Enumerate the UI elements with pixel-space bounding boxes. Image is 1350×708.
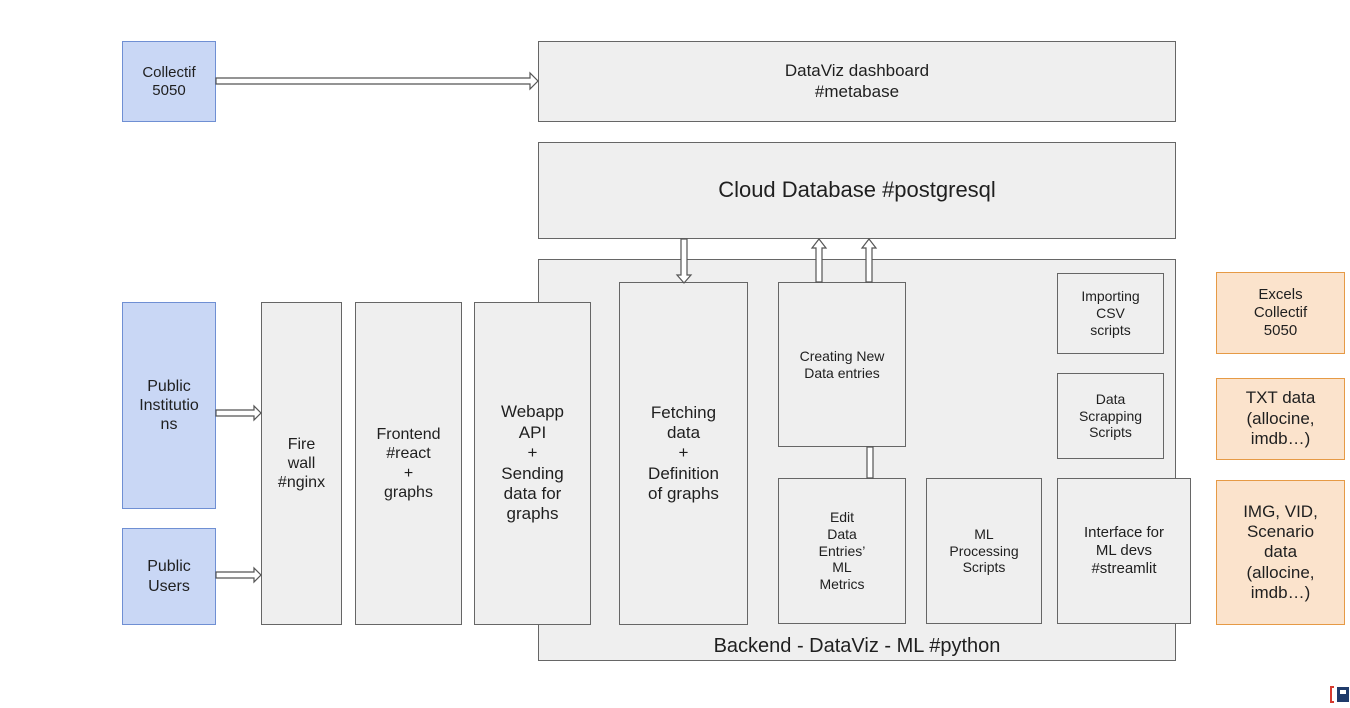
creating-entries-box: Creating New Data entries bbox=[778, 282, 906, 447]
interface-ml-box: Interface for ML devs #streamlit bbox=[1057, 478, 1191, 624]
collectif-5050-box: Collectif 5050 bbox=[122, 41, 216, 122]
txt-data-box: TXT data (allocine, imdb…) bbox=[1216, 378, 1345, 460]
ml-processing-box: ML Processing Scripts bbox=[926, 478, 1042, 624]
cloud-database-box: Cloud Database #postgresql bbox=[538, 142, 1176, 239]
dataviz-dashboard-box: DataViz dashboard #metabase bbox=[538, 41, 1176, 122]
excels-collectif-box: Excels Collectif 5050 bbox=[1216, 272, 1345, 354]
arrow-institutions-to-firewall bbox=[215, 404, 262, 422]
fetching-data-box: Fetching data + Definition of graphs bbox=[619, 282, 748, 625]
img-vid-data-box: IMG, VID, Scenario data (allocine, imdb…… bbox=[1216, 480, 1345, 625]
firewall-box: Fire wall #nginx bbox=[261, 302, 342, 625]
webapp-api-box: Webapp API + Sending data for graphs bbox=[474, 302, 591, 625]
data-scrapping-box: Data Scrapping Scripts bbox=[1057, 373, 1164, 459]
frontend-box: Frontend #react + graphs bbox=[355, 302, 462, 625]
public-institutions-box: Public Institutio ns bbox=[122, 302, 216, 509]
edit-metrics-box: Edit Data Entries’ ML Metrics bbox=[778, 478, 906, 624]
brand-logo-icon bbox=[1330, 686, 1350, 708]
public-users-box: Public Users bbox=[122, 528, 216, 625]
arrow-users-to-firewall bbox=[215, 566, 262, 584]
arrow-collectif-to-dataviz bbox=[215, 71, 539, 91]
importing-csv-box: Importing CSV scripts bbox=[1057, 273, 1164, 354]
